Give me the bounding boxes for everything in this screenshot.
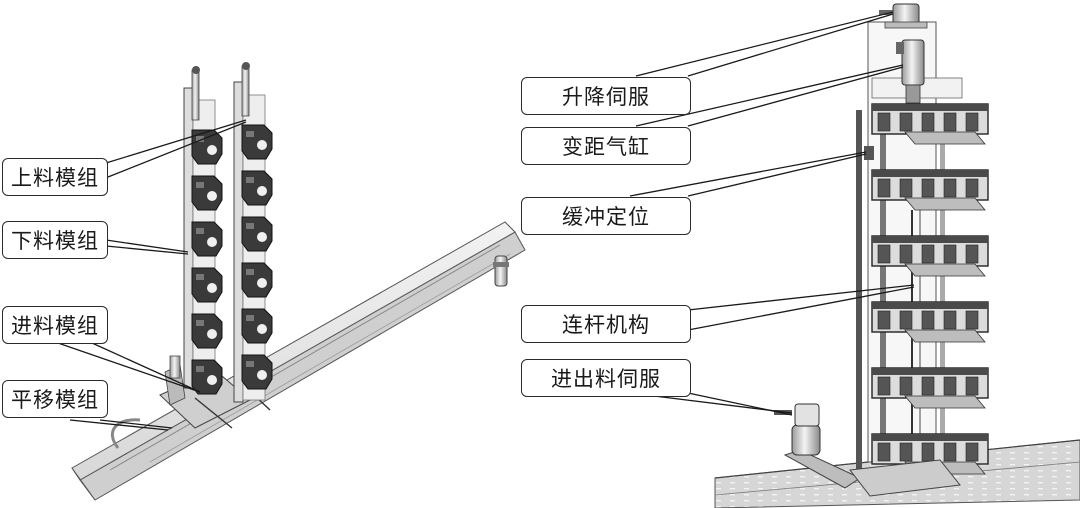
gripper — [241, 170, 273, 206]
tray — [871, 367, 989, 409]
translation-rail — [71, 221, 526, 501]
gripper — [191, 129, 223, 165]
gripper — [191, 221, 223, 257]
gripper — [241, 216, 273, 252]
lift-servo-motor — [879, 3, 928, 29]
callout-loading-module: 上料模组 — [2, 158, 108, 196]
callout-in-out-servo: 进出料伺服 — [521, 359, 691, 397]
callout-buffer-positioning: 缓冲定位 — [521, 197, 691, 235]
tray — [871, 103, 989, 145]
vertical-column — [856, 110, 862, 480]
tray — [871, 235, 989, 277]
left-assembly — [71, 62, 526, 501]
gripper — [241, 308, 273, 344]
left-gripper-stack — [191, 124, 273, 395]
callout-translation-module: 平移模组 — [2, 380, 108, 418]
tray — [871, 301, 989, 343]
gripper — [241, 354, 273, 390]
gripper — [191, 359, 223, 395]
callout-linkage-mechanism: 连杆机构 — [521, 305, 691, 343]
right-assembly — [714, 3, 1080, 508]
callout-lift-servo: 升降伺服 — [521, 77, 691, 115]
gripper — [241, 124, 273, 160]
tray — [871, 169, 989, 211]
gripper — [241, 262, 273, 298]
callout-unloading-module: 下料模组 — [2, 221, 108, 259]
gripper — [191, 313, 223, 349]
gripper — [191, 175, 223, 211]
gripper — [191, 267, 223, 303]
buffer-block — [864, 146, 874, 160]
callout-pitch-cylinder: 变距气缸 — [521, 127, 691, 165]
right-carriage — [849, 459, 961, 497]
callout-feeding-module: 进料模组 — [2, 306, 108, 344]
pitch-cylinder-unit — [896, 39, 925, 104]
